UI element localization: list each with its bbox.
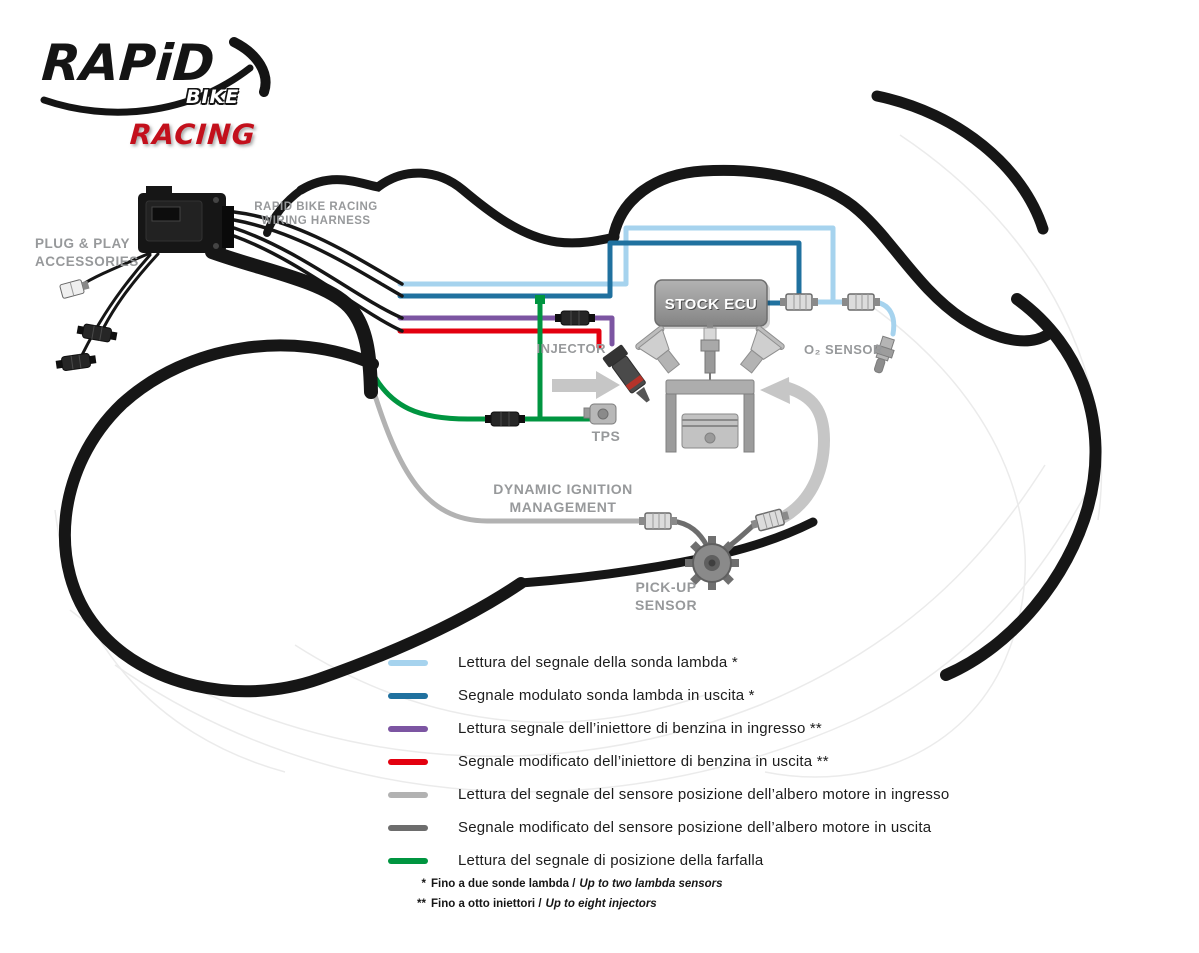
harness-label-line1: RAPID BIKE RACING: [254, 201, 378, 213]
bike-rear-wheel-arc: [58, 339, 527, 698]
legend-color-swatch: [388, 659, 428, 666]
dim-label-line2: MANAGEMENT: [510, 499, 617, 515]
legend-color-swatch: [388, 857, 428, 864]
legend-color-swatch: [388, 692, 428, 699]
wire-crank-out-left: [669, 518, 710, 549]
intake-flow-arrow-bar: [552, 379, 596, 392]
intake-trumpet-left-icon: [635, 325, 681, 374]
rapid-bike-module: [138, 186, 234, 253]
legend-label: Lettura del segnale di posizione della f…: [458, 852, 764, 869]
footnote-injectors: ** Fino a otto iniettori / Up to eight i…: [404, 894, 723, 914]
legend-label: Lettura del segnale del sensore posizion…: [458, 786, 950, 803]
flow-arrows: [552, 371, 831, 526]
o2-sensor-icon: [873, 335, 895, 374]
footnote-text-english: Up to eight injectors: [545, 898, 657, 910]
harness-main-cable: [205, 245, 378, 399]
pickup-label-line2: SENSOR: [635, 597, 697, 613]
legend-label: Lettura segnale dell’iniettore di benzin…: [458, 720, 822, 737]
pickup-connector-left: [638, 512, 678, 530]
legend-label: Segnale modificato del sensore posizione…: [458, 819, 932, 836]
legend-color-swatch: [388, 824, 428, 831]
accessory-wire-2: [102, 252, 160, 329]
legend-item: Lettura del segnale di posizione della f…: [388, 851, 949, 870]
accessory-connector-black-2: [54, 351, 98, 373]
legend-item: Lettura del segnale della sonda lambda *: [388, 653, 949, 672]
legend-label: Segnale modulato sonda lambda in uscita …: [458, 687, 755, 704]
engine-assembly: [635, 322, 785, 453]
wire-injector-read: [397, 315, 615, 347]
o2-connector-1: [779, 293, 819, 311]
o2-sensor-label: O₂ SENSOR: [804, 342, 883, 357]
wire-tps-terminal: [535, 295, 545, 304]
bike-seat-tank-line: [296, 168, 620, 248]
footnote-text-italian: Fino a due sonde lambda /: [431, 878, 576, 890]
harness-wire-2: [232, 218, 404, 298]
injector-label: INJECTOR: [537, 341, 607, 356]
accessory-connector-white: [59, 279, 90, 299]
stock-ecu-label-shadow: STOCK ECU: [666, 297, 759, 314]
footnote-marker: **: [417, 898, 426, 910]
plug-play-label-line1: PLUG & PLAY: [35, 236, 130, 251]
logo-word-rapid: RAPiD: [39, 34, 217, 92]
harness-wire-1: [232, 210, 404, 286]
diagram-labels: PLUG & PLAY ACCESSORIES RAPID BIKE RACIN…: [35, 201, 883, 613]
harness-label-line2: WIRING HARNESS: [261, 215, 370, 227]
bike-frame-loop: [607, 164, 1053, 347]
plug-play-label-line2: ACCESSORIES: [35, 254, 139, 269]
rapid-bike-logo: RAPiD BIKE RACING: [38, 30, 278, 155]
ignition-flow-arrow-curve: [772, 382, 831, 526]
legend-item: Segnale modificato del sensore posizione…: [388, 818, 949, 837]
legend-label: Lettura del segnale della sonda lambda *: [458, 654, 738, 671]
footnotes: * Fino a due sonde lambda / Up to two la…: [404, 874, 723, 914]
ignition-flow-arrow-head: [760, 377, 790, 404]
wire-crank-read: [369, 383, 649, 524]
spark-plug-icon: [700, 322, 720, 381]
legend-item: Lettura segnale dell’iniettore di benzin…: [388, 719, 949, 738]
intake-trumpet-right-icon: [739, 325, 785, 374]
o2-connector-2: [841, 293, 881, 311]
legend: Lettura del segnale della sonda lambda *…: [388, 653, 949, 884]
wire-tps-read: [368, 300, 600, 422]
bike-windscreen-line: [871, 90, 1049, 235]
bike-belly-line: [516, 517, 818, 588]
intake-flow-arrow-head: [596, 371, 620, 399]
dim-label-line1: DYNAMIC IGNITION: [493, 481, 632, 497]
legend-color-swatch: [388, 791, 428, 798]
tps-connector: [484, 411, 526, 427]
footnote-text-english: Up to two lambda sensors: [579, 878, 723, 890]
accessory-connector-black-1: [75, 322, 119, 344]
legend-color-swatch: [388, 725, 428, 732]
footnote-lambda: * Fino a due sonde lambda / Up to two la…: [404, 874, 723, 894]
legend-label: Segnale modificato dell’iniettore di ben…: [458, 753, 829, 770]
legend-item: Segnale modificato dell’iniettore di ben…: [388, 752, 949, 771]
footnote-marker: *: [421, 878, 426, 890]
pickup-label-line1: PICK-UP: [635, 579, 696, 595]
black-harness-wiring: [78, 210, 404, 399]
stock-ecu-box: STOCK ECU STOCK ECU: [654, 279, 770, 329]
connectors: [54, 279, 881, 534]
logo-word-racing: RACING: [128, 118, 257, 151]
cylinder-piston-icon: [665, 379, 755, 453]
bike-front-wheel-arc: [940, 293, 1102, 681]
footnote-text-italian: Fino a otto iniettori /: [431, 898, 542, 910]
legend-item: Segnale modulato sonda lambda in uscita …: [388, 686, 949, 705]
tps-label: TPS: [592, 428, 621, 444]
injector-connector: [554, 310, 596, 326]
accessory-wire-3: [80, 253, 152, 357]
motorcycle-outline: [58, 90, 1102, 698]
injector-icon: [602, 344, 650, 403]
harness-wire-3: [232, 226, 404, 320]
legend-color-swatch: [388, 758, 428, 765]
legend-item: Lettura del segnale del sensore posizion…: [388, 785, 949, 804]
logo-word-bike: BIKE: [186, 86, 240, 108]
tps-icon: [583, 403, 617, 425]
wire-injector-out: [397, 328, 602, 350]
pickup-sensor-icon: [685, 536, 739, 590]
logo-swoosh-icon: [40, 37, 271, 116]
stock-ecu-label: STOCK ECU: [665, 296, 758, 313]
